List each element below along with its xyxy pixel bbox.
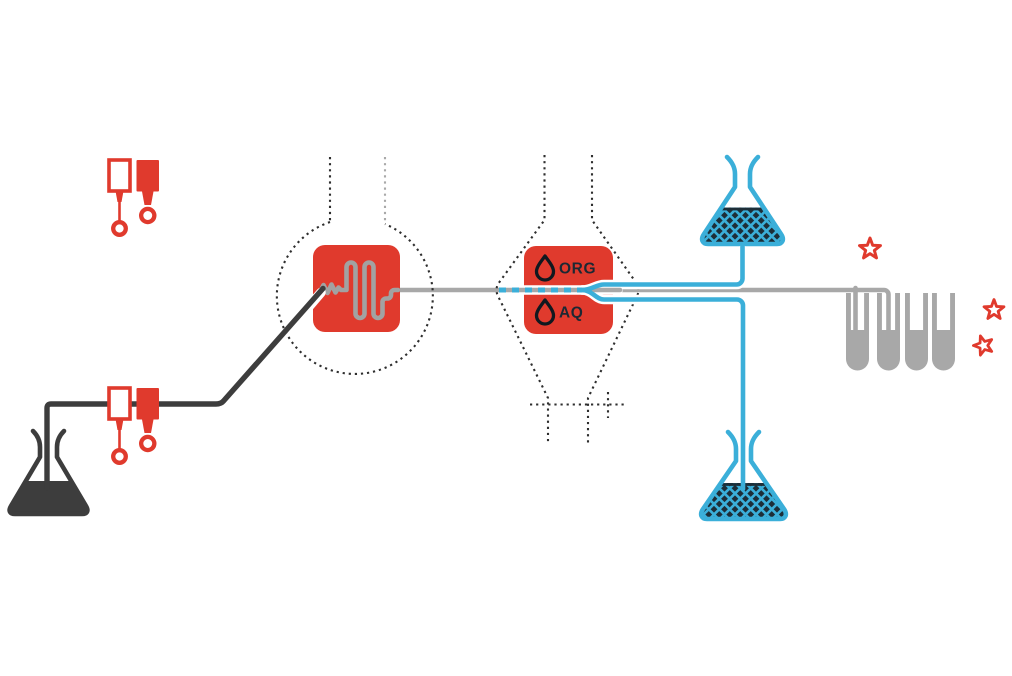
feed-line: [44, 285, 326, 491]
star-icon: [969, 331, 997, 358]
reactor-coil-icon: [318, 260, 401, 321]
aqueous-outlet-line: [579, 287, 746, 492]
organic-outlet-line: [579, 243, 745, 293]
test-tube: [932, 292, 955, 371]
feed-flask: [7, 428, 90, 517]
reactor: [313, 245, 401, 332]
star-icon: [858, 236, 882, 260]
feed-pump: [109, 388, 159, 463]
reagent-pump: [109, 160, 159, 235]
fraction-collector: [846, 292, 955, 371]
organic-collection-flask: [699, 154, 786, 247]
star-icon: [982, 298, 1006, 320]
org-label: ORG: [559, 261, 596, 278]
separatory-funnel-outline: [495, 155, 640, 444]
product-line: [393, 287, 891, 350]
aqueous-collection-flask: [698, 429, 789, 522]
stopcock-icon: [530, 392, 627, 418]
test-tube: [905, 292, 928, 371]
aq-phase: AQ: [534, 298, 583, 326]
reactor-flask-outline: [275, 157, 434, 375]
aq-label: AQ: [559, 305, 583, 322]
org-phase: ORG: [534, 254, 596, 282]
